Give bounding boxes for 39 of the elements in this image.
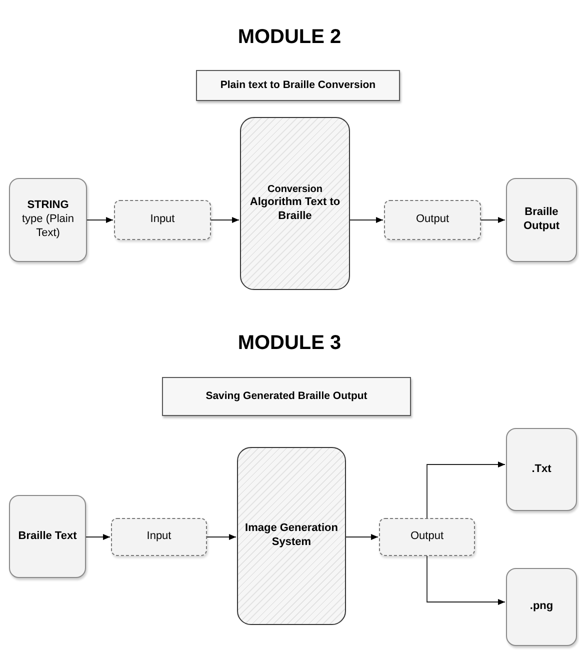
- node-text: Output: [416, 213, 450, 227]
- node-text: type (Plain Text): [21, 213, 75, 241]
- arrow: [206, 534, 236, 540]
- terminal-box: [506, 568, 577, 646]
- arrow: [480, 217, 506, 223]
- module-heading: MODULE 3: [238, 331, 342, 356]
- node-text: STRING: [27, 199, 69, 214]
- node-text: Plain text to Braille Conversion: [220, 78, 376, 92]
- node-text: Image Generation System: [244, 522, 339, 550]
- module-heading: MODULE 2: [238, 25, 342, 50]
- data-box: [384, 200, 481, 240]
- title-box: [196, 70, 400, 101]
- terminal-box: [9, 178, 87, 262]
- data-box: [114, 200, 211, 240]
- terminal-box: [506, 178, 577, 262]
- terminal-box: [506, 428, 577, 511]
- terminal-box: [9, 495, 86, 578]
- arrow: [346, 534, 378, 540]
- node-text: Input: [146, 530, 172, 544]
- arrow: [86, 217, 114, 223]
- node-text: Conversion: [267, 184, 322, 196]
- node-text: Algorithm Text to Braille: [248, 196, 342, 224]
- data-box: [379, 518, 475, 556]
- node-text: Saving Generated Braille Output: [206, 390, 368, 404]
- node-text: Output: [410, 530, 444, 544]
- node-text: Input: [150, 213, 175, 227]
- arrow: [210, 217, 240, 223]
- process-box: [237, 447, 346, 625]
- node-text: Braille Output: [522, 206, 561, 234]
- node-text: Braille Text: [18, 530, 77, 544]
- process-box: [240, 117, 350, 290]
- arrow: [86, 534, 110, 540]
- node-text: .Txt: [532, 462, 552, 476]
- data-box: [111, 518, 207, 556]
- arrow: [426, 462, 506, 518]
- arrow: [426, 556, 506, 605]
- arrow: [350, 217, 384, 223]
- node-text: .png: [530, 600, 554, 614]
- title-box: [162, 377, 411, 416]
